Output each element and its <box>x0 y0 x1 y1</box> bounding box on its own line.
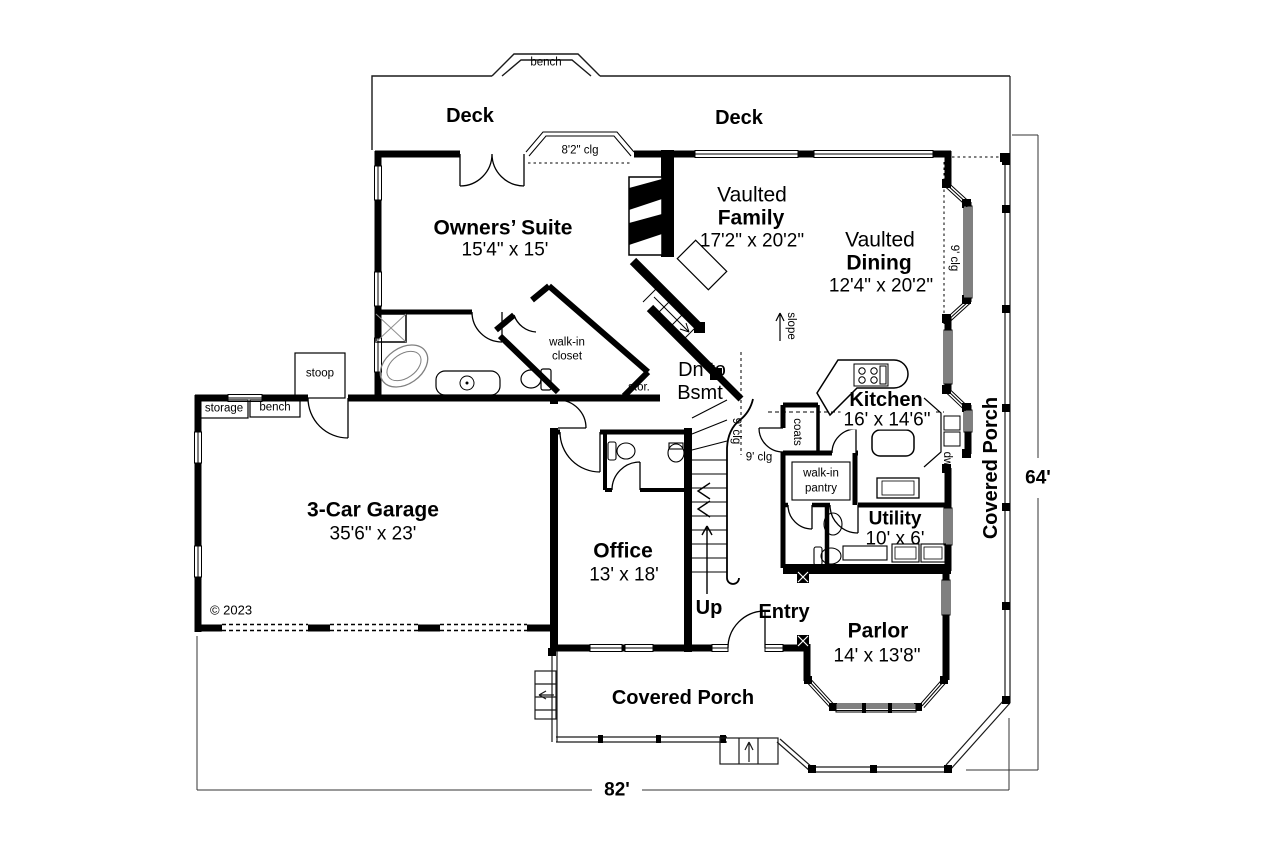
hall-bath-fixtures <box>607 441 685 463</box>
storage-box <box>199 399 249 419</box>
deck-outline <box>371 53 1010 150</box>
owners-suite-name: Owners’ Suite <box>433 216 573 240</box>
ceiling-9-entry-label: 9' clg <box>745 451 773 464</box>
porch-steps-front <box>719 737 779 765</box>
doors <box>307 153 859 649</box>
ceiling-8-2-label: 8'2" clg <box>561 144 599 157</box>
coats-label: coats <box>790 418 803 446</box>
pantry-box <box>791 461 851 501</box>
dn-to-bsmt-line2: Bsmt <box>677 382 723 404</box>
bench-outline <box>491 53 601 77</box>
refrigerator <box>876 477 920 499</box>
deck-left-label: Deck <box>446 105 494 127</box>
family-size: 17'2" x 20'2" <box>699 230 805 252</box>
owners-suite-size: 15'4" x 15' <box>461 239 549 261</box>
utility-size: 10' x 6' <box>865 528 925 550</box>
bath-fixtures <box>375 313 552 396</box>
deck-right-label: Deck <box>715 107 763 129</box>
utility-counter <box>842 545 888 561</box>
covered-porch-right-label: Covered Porch <box>980 396 1002 540</box>
kitchen-fixtures <box>816 359 961 499</box>
family-name: Family <box>717 206 785 230</box>
stoop-label: stoop <box>305 367 335 380</box>
vanity <box>435 370 501 396</box>
garage-features <box>199 352 527 632</box>
garage-doors <box>222 623 527 632</box>
entry-columns <box>797 571 809 647</box>
bench-box <box>249 399 301 418</box>
vanity-sink <box>459 375 475 391</box>
kitchen-island <box>871 429 915 457</box>
walk-in-pantry-line2: pantry <box>805 482 837 495</box>
slope-label: slope <box>784 312 797 340</box>
bench-deck-label: bench <box>530 56 562 69</box>
stairs-basement <box>629 257 722 380</box>
kitchen-size: 16' x 14'6" <box>840 410 934 430</box>
walk-in-pantry-line1: walk-in <box>803 467 839 480</box>
bathtub <box>379 344 429 388</box>
walk-in-closet-line1: walk-in <box>549 336 585 349</box>
washer <box>891 543 920 563</box>
windows <box>194 131 973 713</box>
dining-vaulted: Vaulted <box>845 228 915 252</box>
parlor-size: 14' x 13'8" <box>833 645 921 667</box>
dining-name: Dining <box>846 251 912 275</box>
storage-label: storage <box>204 402 244 415</box>
porch-steps-left <box>534 670 557 720</box>
dw-label: dw <box>940 451 953 467</box>
utility-fixtures <box>813 512 946 566</box>
dimension-height-label: 64' <box>1019 468 1057 488</box>
slope-arrow <box>775 312 785 341</box>
dimension-width-label: 82' <box>598 780 636 800</box>
entry-label: Entry <box>758 601 810 623</box>
counter <box>923 397 942 468</box>
dimension-lines <box>196 134 1039 791</box>
dining-size: 12'4" x 20'2" <box>828 275 934 297</box>
up-label: Up <box>695 597 723 619</box>
utility-parlor-wall <box>783 564 951 574</box>
copyright: © 2023 <box>209 602 253 618</box>
powder-sink <box>823 512 843 536</box>
toilet-bowl <box>520 369 542 389</box>
interior-walls <box>378 283 948 568</box>
fireplace <box>628 150 728 291</box>
stoop-box <box>294 352 346 399</box>
powder-toilet <box>820 547 842 565</box>
dn-to-bsmt-line1: Dn to <box>678 359 726 381</box>
garage-house-wall <box>550 395 558 404</box>
sink <box>943 415 961 431</box>
garage-size: 35'6" x 23' <box>329 523 417 545</box>
kitchen-name: Kitchen <box>849 389 923 411</box>
ceiling-9-bay-label: 9' clg <box>947 244 960 272</box>
garage-name: 3-Car Garage <box>307 498 439 522</box>
office-name: Office <box>593 539 653 563</box>
porch-railings <box>551 76 1011 773</box>
cooktop <box>853 363 889 387</box>
stor-label: stor. <box>628 381 650 394</box>
stairs-main <box>684 398 754 652</box>
dryer <box>920 543 946 563</box>
parlor-name: Parlor <box>847 619 909 643</box>
ceiling-9-stairs-label: 9' clg <box>729 417 742 445</box>
walk-in-closet-line2: closet <box>551 350 583 363</box>
office-size: 13' x 18' <box>589 564 659 586</box>
covered-porch-bottom-label: Covered Porch <box>611 687 755 709</box>
family-vaulted: Vaulted <box>717 183 787 207</box>
shower <box>375 313 407 343</box>
utility-name: Utility <box>868 508 922 530</box>
bench-garage-label: bench <box>259 401 291 414</box>
